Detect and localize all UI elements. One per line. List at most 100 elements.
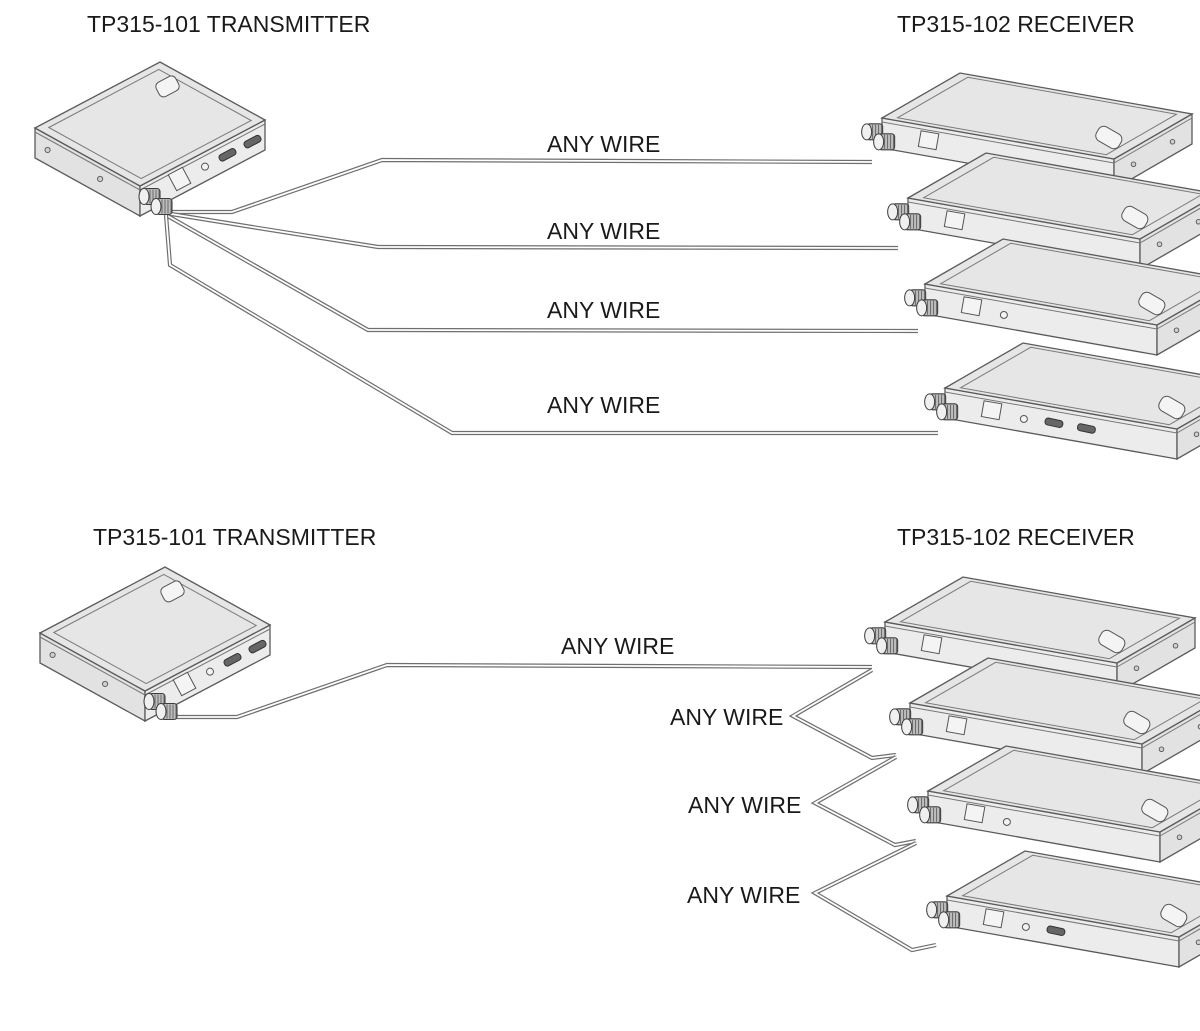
screw-terminal-icon (864, 627, 899, 655)
knob-cap (938, 911, 950, 929)
audio-jack-icon (999, 310, 1008, 319)
knob-cap (155, 703, 167, 720)
screw-terminal-icon (907, 796, 942, 824)
device-edge-line (39, 636, 146, 696)
power-jack-icon (960, 296, 983, 317)
device-edge-line (944, 391, 1178, 434)
device-end-face (1178, 924, 1200, 969)
wire-label: ANY WIRE (547, 218, 660, 244)
ir-window-icon (1121, 205, 1149, 230)
device-edge-line (34, 131, 141, 191)
knob-cap (143, 693, 155, 710)
power-jack-icon (943, 210, 966, 231)
screw-icon (1193, 431, 1200, 438)
device-edge-line (139, 123, 266, 191)
transmitter-device-icon (38, 566, 272, 723)
device-edge-line (1116, 621, 1196, 668)
knob-cap (901, 718, 913, 736)
device-end-face (1176, 414, 1200, 461)
device-top-bezel (939, 242, 1200, 322)
screw-icon (1158, 746, 1165, 753)
knob-cap (876, 637, 888, 655)
ir-window-icon (1158, 395, 1186, 420)
knob-cap (919, 806, 931, 824)
receiver-device-icon (887, 152, 1200, 271)
power-jack-icon (917, 130, 940, 151)
wire-4 (810, 841, 937, 953)
wire-label: ANY WIRE (670, 704, 783, 730)
device-edge-line (924, 287, 1158, 330)
power-jack-icon (167, 166, 192, 192)
screw-terminal-icon (138, 187, 173, 216)
audio-jack-icon (1002, 817, 1011, 826)
knob-cap (907, 796, 919, 814)
knob-cap (926, 901, 938, 919)
hdmi-port-icon (1046, 925, 1066, 936)
screw-icon (1173, 327, 1180, 334)
chain-wires (165, 662, 937, 953)
hdmi-port-icon (223, 653, 242, 667)
wire-label: ANY WIRE (687, 882, 800, 908)
screw-terminal-icon (143, 692, 178, 721)
audio-jack-icon (1019, 414, 1028, 423)
screw-terminal-icon (904, 289, 939, 317)
wire-3 (164, 213, 919, 334)
screw-terminal-icon (889, 708, 924, 736)
screw-icon (1195, 219, 1200, 225)
receiver-device-icon (926, 850, 1200, 969)
screw-icon (49, 651, 56, 659)
wire-2 (164, 210, 899, 251)
device-top-bezel (47, 68, 253, 180)
device-edge-line (909, 706, 1143, 749)
receiver-device-icon (907, 745, 1200, 864)
device-top-face (943, 342, 1200, 430)
device-edge-line (907, 201, 1141, 244)
power-jack-icon (963, 803, 986, 824)
device-edge-line (1176, 419, 1200, 434)
device-top-bezel (896, 76, 1178, 156)
knob-cap (864, 627, 876, 645)
power-jack-icon (172, 671, 197, 697)
transmitter-device-icon (33, 61, 267, 218)
wire-label: ANY WIRE (547, 392, 660, 418)
transmitter-label: TP315-101 TRANSMITTER (87, 11, 370, 37)
wire-label: ANY WIRE (547, 131, 660, 157)
device-top-face (923, 238, 1200, 326)
daisy-chain-section: TP315-101 TRANSMITTER TP315-102 RECEIVER… (38, 524, 1200, 969)
device-end-face (1156, 299, 1200, 357)
screw-icon (1176, 834, 1183, 841)
device-top-face (926, 745, 1200, 833)
device-edge-line (1178, 928, 1200, 942)
knob-cap (936, 403, 948, 421)
device-edge-line (946, 899, 1180, 942)
wire-label: ANY WIRE (547, 297, 660, 323)
screw-icon (1169, 138, 1176, 145)
receiver-label: TP315-102 RECEIVER (897, 11, 1135, 37)
wire-3 (810, 755, 917, 848)
screw-terminal-icon (926, 901, 961, 929)
receiver-device-icon (904, 238, 1200, 357)
power-jack-icon (945, 715, 968, 736)
device-top-bezel (942, 749, 1200, 829)
ir-window-icon (160, 580, 185, 603)
audio-jack-icon (206, 667, 214, 676)
ir-window-icon (1160, 903, 1188, 928)
screw-icon (102, 680, 109, 688)
device-edge-line (1156, 303, 1200, 330)
receiver-label: TP315-102 RECEIVER (897, 524, 1135, 550)
hdmi-port-icon (218, 148, 237, 162)
device-top-bezel (961, 854, 1200, 934)
device-top-face (33, 61, 267, 187)
power-jack-icon (920, 634, 943, 655)
screw-icon (1156, 241, 1163, 247)
screw-terminal-icon (924, 393, 959, 421)
screw-icon (1172, 643, 1179, 649)
knob-cap (873, 133, 885, 151)
receiver-device-icon (924, 342, 1200, 461)
ir-window-icon (1141, 798, 1169, 823)
knob-cap (904, 289, 916, 307)
screw-terminal-icon (861, 123, 896, 151)
device-edge-line (1159, 812, 1200, 837)
wire-4 (163, 214, 938, 436)
wire-label: ANY WIRE (688, 792, 801, 818)
